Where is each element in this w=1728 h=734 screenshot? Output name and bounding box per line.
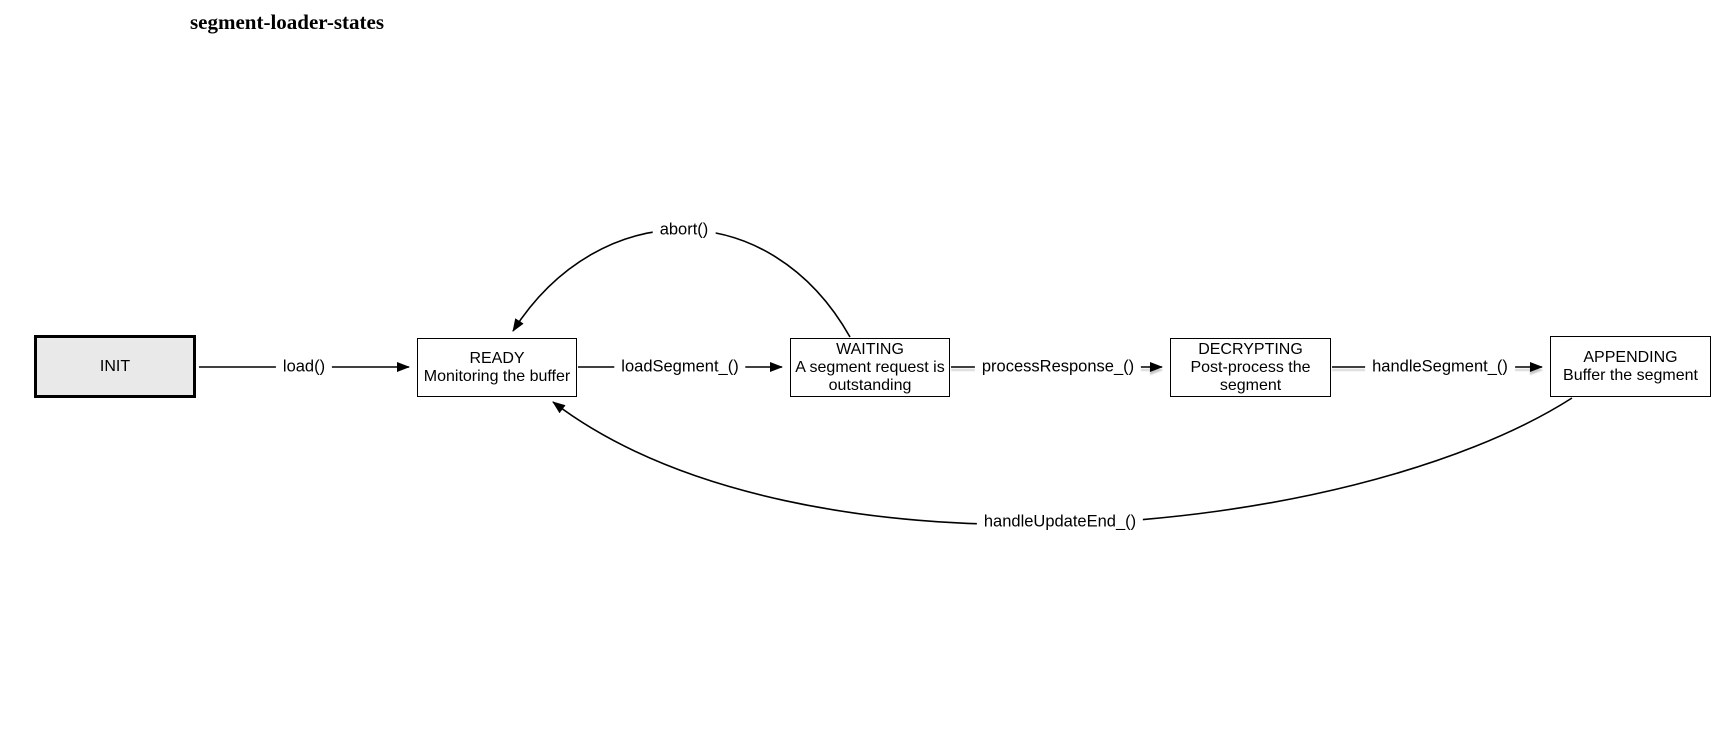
transition-label-process-response: processResponse_() (974, 357, 1142, 377)
diagram-title: segment-loader-states (190, 10, 384, 34)
state-name: APPENDING (1583, 348, 1678, 366)
state-name: READY (469, 349, 525, 367)
transition-label-handle-update-end: handleUpdateEnd_() (976, 512, 1144, 532)
state-description: Post-process the segment (1190, 358, 1311, 394)
state-description: Buffer the segment (1563, 366, 1698, 384)
state-name: WAITING (836, 340, 904, 358)
state-ready: READY Monitoring the buffer (417, 338, 577, 397)
edge-abort (512, 229, 851, 338)
transition-label-load: load() (275, 357, 333, 377)
state-decrypting: DECRYPTING Post-process the segment (1170, 338, 1331, 397)
state-name: DECRYPTING (1198, 340, 1303, 358)
transition-label-handle-segment: handleSegment_() (1365, 357, 1515, 377)
transition-label-abort: abort() (652, 220, 716, 240)
state-init: INIT (34, 335, 196, 398)
state-description: Monitoring the buffer (423, 367, 571, 385)
state-description: A segment request is outstanding (795, 358, 945, 394)
state-appending: APPENDING Buffer the segment (1550, 336, 1711, 397)
state-waiting: WAITING A segment request is outstanding (790, 338, 950, 397)
state-name: INIT (99, 357, 131, 375)
edge-handle-update-end (552, 397, 1573, 526)
transition-label-load-segment: loadSegment_() (614, 357, 746, 377)
